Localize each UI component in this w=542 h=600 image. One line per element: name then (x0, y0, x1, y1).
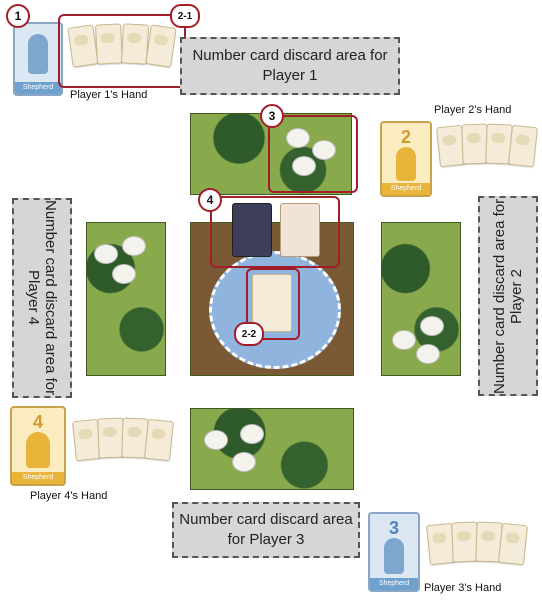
sheep-icon (292, 156, 316, 176)
hand-card (143, 418, 175, 462)
discard-area-player-2: Number card discard area for Player 2 (478, 196, 538, 396)
highlight-2-1 (58, 14, 186, 88)
card-number: 3 (388, 518, 399, 538)
card-logo: Shepherd (12, 472, 64, 484)
sheep-icon (94, 244, 118, 264)
sheep-icon (112, 264, 136, 284)
discard-area-player-3: Number card discard area for Player 3 (172, 502, 360, 558)
played-number-card (252, 274, 292, 332)
player-3-character-card: 3 Shepherd (368, 512, 420, 592)
shepherd-figure-icon (28, 34, 48, 74)
card-logo: Shepherd (382, 183, 430, 195)
highlight-4 (210, 196, 340, 268)
shepherd-figure-icon (396, 147, 416, 181)
discard-label-player-3: Number card discard area for Player 3 (179, 511, 353, 548)
marker-3: 3 (260, 104, 284, 128)
hand-card (507, 124, 539, 168)
sheep-icon (204, 430, 228, 450)
sheep-icon (392, 330, 416, 350)
shepherd-figure-icon (26, 432, 50, 468)
player-2-character-card: 2 Shepherd (380, 121, 432, 197)
marker-2-2: 2-2 (234, 322, 264, 346)
marker-1: 1 (6, 4, 30, 28)
player-1-hand-label: Player 1's Hand (70, 89, 148, 101)
sheep-icon (122, 236, 146, 256)
sheep-icon (312, 140, 336, 160)
sheep-icon (232, 452, 256, 472)
discard-label-player-4: Number card discard area for Player 4 (25, 200, 59, 396)
card-number: 4 (32, 412, 43, 432)
sheep-icon (286, 128, 310, 148)
player-2-hand-label: Player 2's Hand (434, 104, 512, 116)
sheep-icon (240, 424, 264, 444)
discard-area-player-4: Number card discard area for Player 4 (12, 198, 72, 398)
discard-label-player-2: Number card discard area for Player 2 (491, 198, 525, 394)
sheep-icon (416, 344, 440, 364)
highlight-2-2 (246, 268, 300, 340)
shepherd-figure-icon (384, 538, 404, 574)
highlight-3 (268, 115, 358, 193)
player-3-hand-label: Player 3's Hand (424, 582, 502, 594)
player-4-character-card: 4 Shepherd (10, 406, 66, 486)
discard-area-player-1: Number card discard area for Player 1 (180, 37, 400, 95)
player-4-hand-label: Player 4's Hand (30, 490, 108, 502)
card-logo: Shepherd (370, 578, 418, 590)
event-card (280, 203, 320, 257)
marker-2-1: 2-1 (170, 4, 200, 28)
card-number: 2 (400, 127, 411, 147)
wolf-card (232, 203, 272, 257)
marker-4: 4 (198, 188, 222, 212)
hand-card (497, 522, 529, 566)
card-logo: Shepherd (15, 82, 61, 94)
discard-label-player-1: Number card discard area for Player 1 (192, 47, 388, 84)
player-1-character-card: Shepherd (13, 22, 63, 96)
sheep-icon (420, 316, 444, 336)
